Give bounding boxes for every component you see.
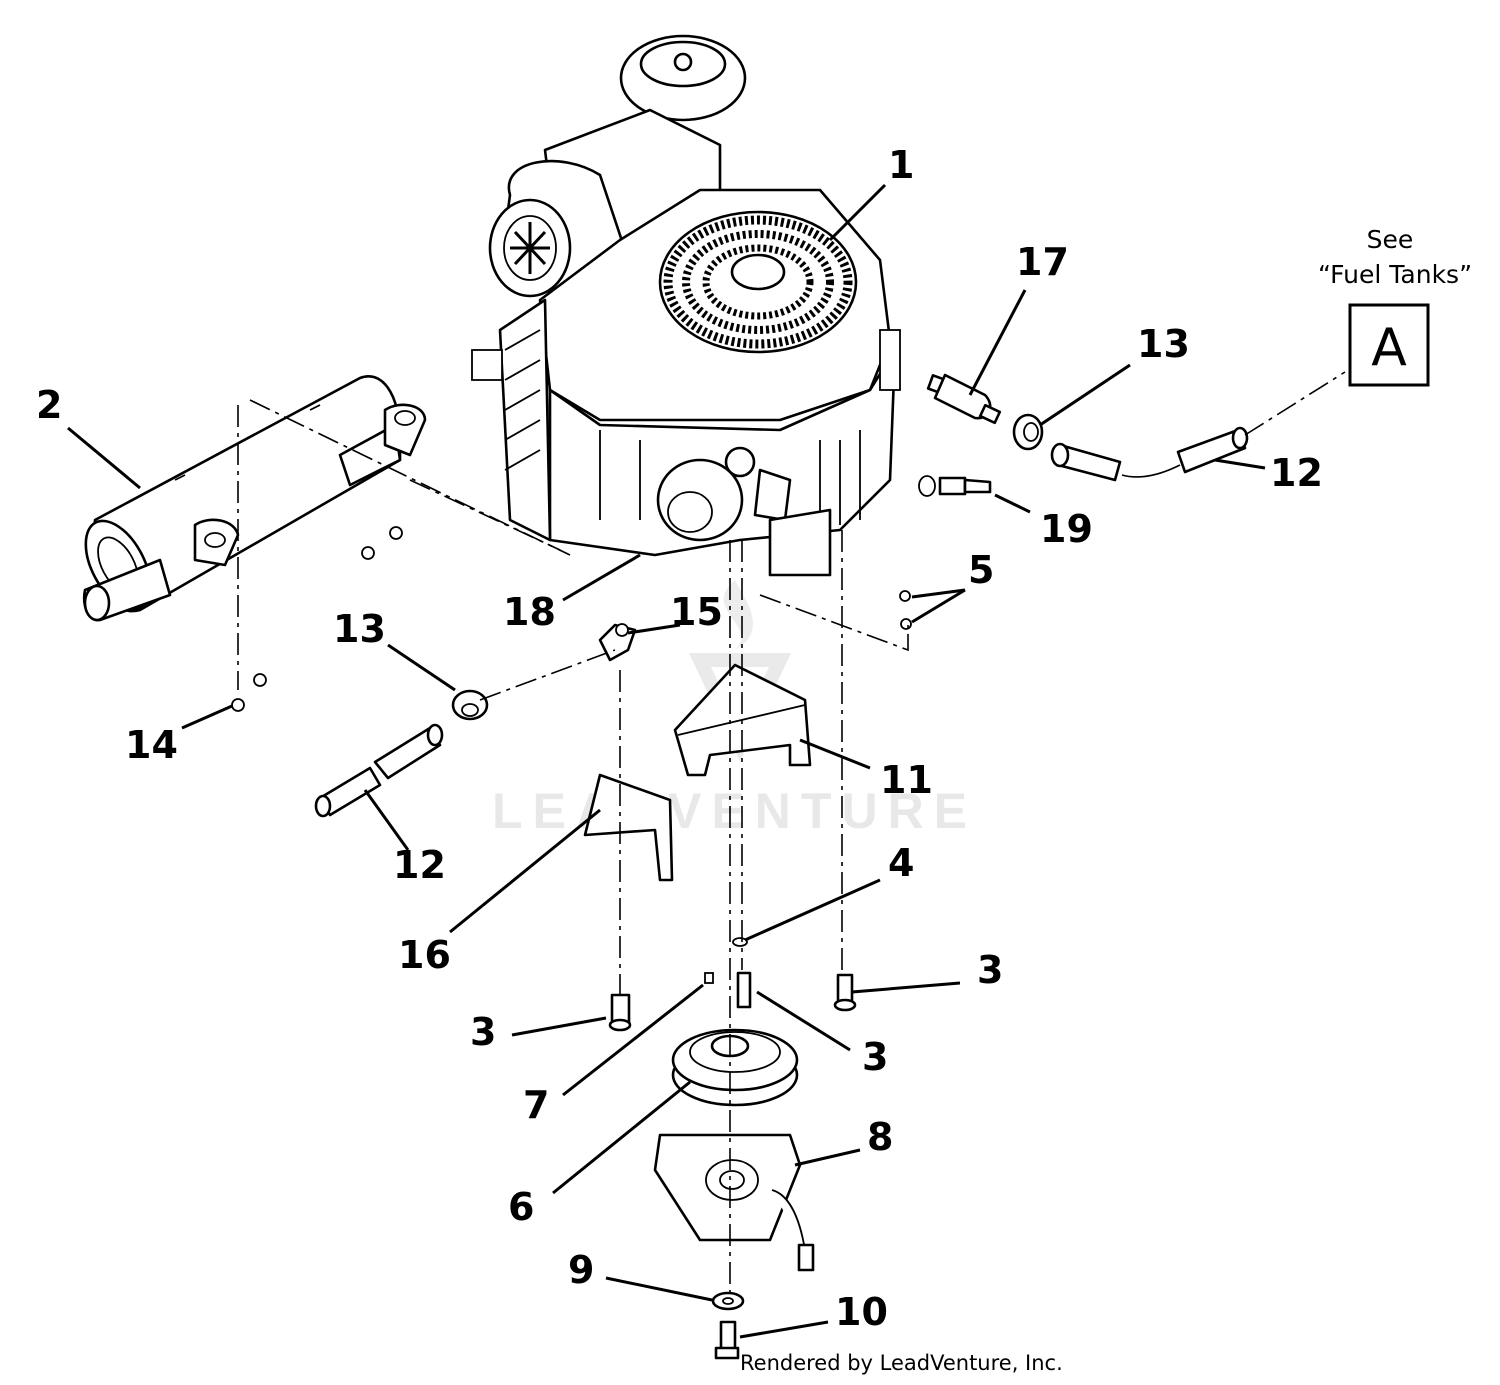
bolts	[608, 937, 857, 1032]
reference-box	[1348, 303, 1430, 387]
engine	[471, 34, 901, 577]
washer-and-bolt	[711, 1291, 745, 1360]
callout-bolt-10: 10	[835, 1290, 888, 1334]
pulley	[671, 1028, 799, 1107]
callout-washer-4: 4	[888, 841, 914, 885]
callout-clutch: 8	[867, 1115, 893, 1159]
callout-bolt-left: 3	[470, 1010, 496, 1054]
callout-clamp-left: 13	[333, 607, 386, 651]
callout-engine: 1	[888, 143, 914, 187]
reference-note-line1: See	[1367, 225, 1414, 254]
callout-key: 7	[523, 1083, 549, 1127]
callout-muffler: 2	[36, 383, 62, 427]
callouts: 1 2 17 13 12 19 5 18 15 13 14 11 12 16 4…	[36, 143, 1323, 1334]
muffler	[82, 375, 427, 622]
fuel-hose-right	[1050, 426, 1249, 482]
callout-washer-9: 9	[568, 1248, 594, 1292]
callout-bolt-right: 3	[977, 948, 1003, 992]
fuel-tanks-reference[interactable]: See “Fuel Tanks” A	[1318, 225, 1472, 387]
fitting-15	[598, 623, 637, 662]
fitting-19	[918, 475, 992, 497]
callout-shield: 11	[880, 758, 933, 802]
callout-bracket-16: 16	[398, 933, 451, 977]
bracket-16	[583, 773, 674, 882]
callout-hose-left: 12	[393, 843, 446, 887]
hardware-nuts	[231, 526, 912, 712]
hose-clamp-right	[1012, 413, 1044, 451]
callout-clamp-right: 13	[1137, 322, 1190, 366]
hose-clamp-left	[451, 689, 489, 721]
callout-bolt-center: 3	[862, 1035, 888, 1079]
fuel-filter	[926, 373, 1002, 425]
assembly-lines	[237, 371, 1346, 1300]
electric-clutch	[653, 1133, 815, 1272]
callout-hose-right: 12	[1270, 451, 1323, 495]
callout-fitting-15: 15	[670, 590, 723, 634]
render-credit: Rendered by LeadVenture, Inc.	[740, 1351, 1063, 1375]
callout-nuts-5: 5	[968, 548, 994, 592]
callout-nut-14: 14	[125, 723, 178, 767]
leader-lines	[67, 183, 1266, 1339]
callout-fuel-filter: 17	[1016, 240, 1069, 284]
fuel-hose-left	[314, 723, 444, 818]
callout-part-18: 18	[503, 590, 556, 634]
reference-note-line2: “Fuel Tanks”	[1318, 260, 1472, 289]
callout-pulley: 6	[508, 1185, 534, 1229]
callout-fitting-19: 19	[1040, 507, 1093, 551]
reference-letter: A	[1371, 318, 1407, 378]
